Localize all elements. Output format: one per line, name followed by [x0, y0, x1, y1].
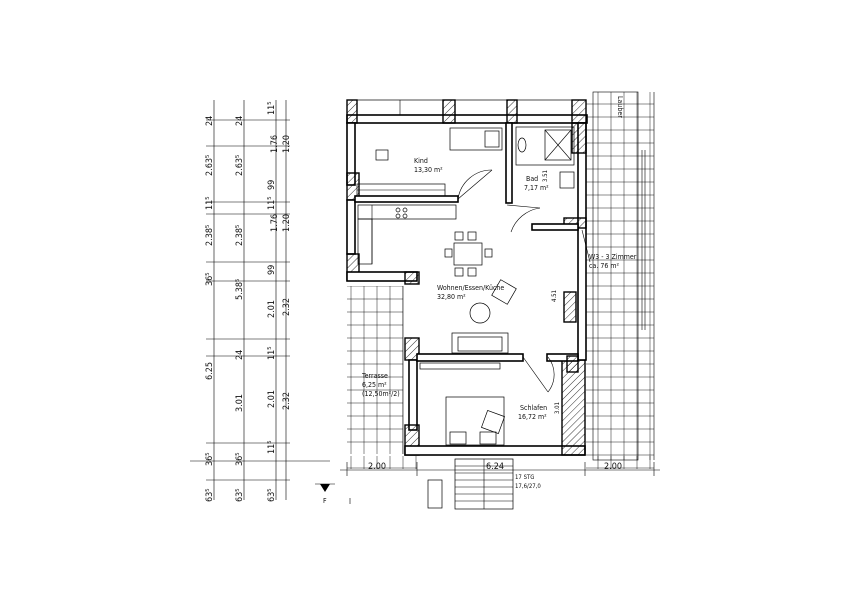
dim-c2-4: 5.38⁵	[235, 279, 245, 300]
room-schlafen-area: 16,72 m²	[518, 413, 547, 421]
dim-c3a-4: 2.01	[267, 300, 277, 318]
stairs: 17 STG 17,6/27,0	[427, 458, 541, 510]
walls	[346, 99, 588, 456]
laubengang-label: Lauber	[616, 96, 624, 118]
dim-c2-5: 24	[235, 350, 245, 360]
dim-c1-3: 2.38⁵	[205, 225, 215, 246]
terrace-grid	[347, 286, 404, 454]
dim-c2-3: 2.38⁵	[235, 225, 245, 246]
dimension-chain-bottom: 2.00 6.24 2.00	[340, 462, 660, 476]
room-terrasse-area1: 6,25 m²	[362, 381, 387, 389]
dim-c2-6: 3.01	[235, 394, 245, 412]
dim-c3a-2: 11⁵	[267, 196, 277, 210]
dim-c3b-0: 1.76	[270, 135, 280, 153]
dim-c1-0: 24	[205, 116, 215, 126]
dim-c3a-1: 99	[267, 180, 277, 190]
room-bad-area: 7,17 m²	[524, 184, 549, 192]
dim-c3a-8: 63⁵	[267, 488, 277, 502]
room-terrasse-name: Terrasse	[361, 372, 388, 380]
dim-c2-8: 63⁵	[235, 488, 245, 502]
dim-c3a-7: 11⁵	[267, 440, 277, 454]
dim-c3b-4: 2.32	[282, 298, 292, 316]
dim-c1-2: 11⁵	[205, 196, 215, 210]
stairs-label-2: 17,6/27,0	[515, 483, 541, 490]
room-wohnen-area: 32,80 m²	[437, 293, 466, 301]
dim-c3a-5: 11⁵	[267, 346, 277, 360]
dim-c3b-5: 2.32	[282, 392, 292, 410]
dim-bottom-2: 2.00	[604, 462, 622, 472]
section-mark-label: F	[323, 497, 327, 505]
dim-c3b-1: 1.20	[282, 135, 292, 153]
unit-area: ca. 76 m²	[589, 262, 619, 270]
dim-c2-0: 24	[235, 116, 245, 126]
dim-inner-2: 3.01	[554, 402, 561, 414]
unit-name: W3 - 3 Zimmer	[589, 253, 637, 261]
dim-c1-7: 63⁵	[205, 488, 215, 502]
room-wohnen-name: Wohnen/Essen/Küche	[437, 284, 504, 292]
dim-c1-4: 36⁵	[205, 272, 215, 286]
dim-c3b-3: 1.20	[282, 214, 292, 232]
doors	[457, 169, 591, 393]
dim-c1-1: 2.63⁵	[205, 155, 215, 176]
dim-c2-1: 2.63⁵	[235, 155, 245, 176]
dim-c1-5: 6.25	[205, 362, 215, 380]
dim-bottom-1: 6.24	[486, 462, 504, 472]
dim-bottom-0: 2.00	[368, 462, 386, 472]
room-schlafen-name: Schlafen	[520, 404, 547, 412]
dimension-chains-left: 24 2.63⁵ 11⁵ 2.38⁵ 36⁵ 6.25 36⁵ 63⁵ 24 2…	[190, 100, 330, 502]
dim-c3a-6: 2.01	[267, 390, 277, 408]
dim-c3a-3: 99	[267, 265, 277, 275]
stairs-label-1: 17 STG	[515, 474, 535, 481]
room-terrasse-area2: (12,50m²/2)	[362, 390, 400, 398]
laubengang-grid: Lauber	[586, 91, 655, 461]
section-marker: F	[315, 483, 351, 505]
room-kind-name: Kind	[414, 157, 428, 165]
dim-c3b-2: 1.76	[270, 214, 280, 232]
room-bad-name: Bad	[526, 175, 538, 183]
dim-c3a-0: 11⁵	[267, 101, 277, 115]
furniture	[356, 126, 575, 446]
dim-inner-1: 4.51	[551, 290, 558, 302]
dim-c1-6: 36⁵	[205, 452, 215, 466]
dim-c2-7: 36⁵	[235, 452, 245, 466]
room-kind-area: 13,30 m²	[414, 166, 443, 174]
bottom-tiles	[347, 456, 654, 469]
dim-inner-0: 3.51	[542, 170, 549, 182]
